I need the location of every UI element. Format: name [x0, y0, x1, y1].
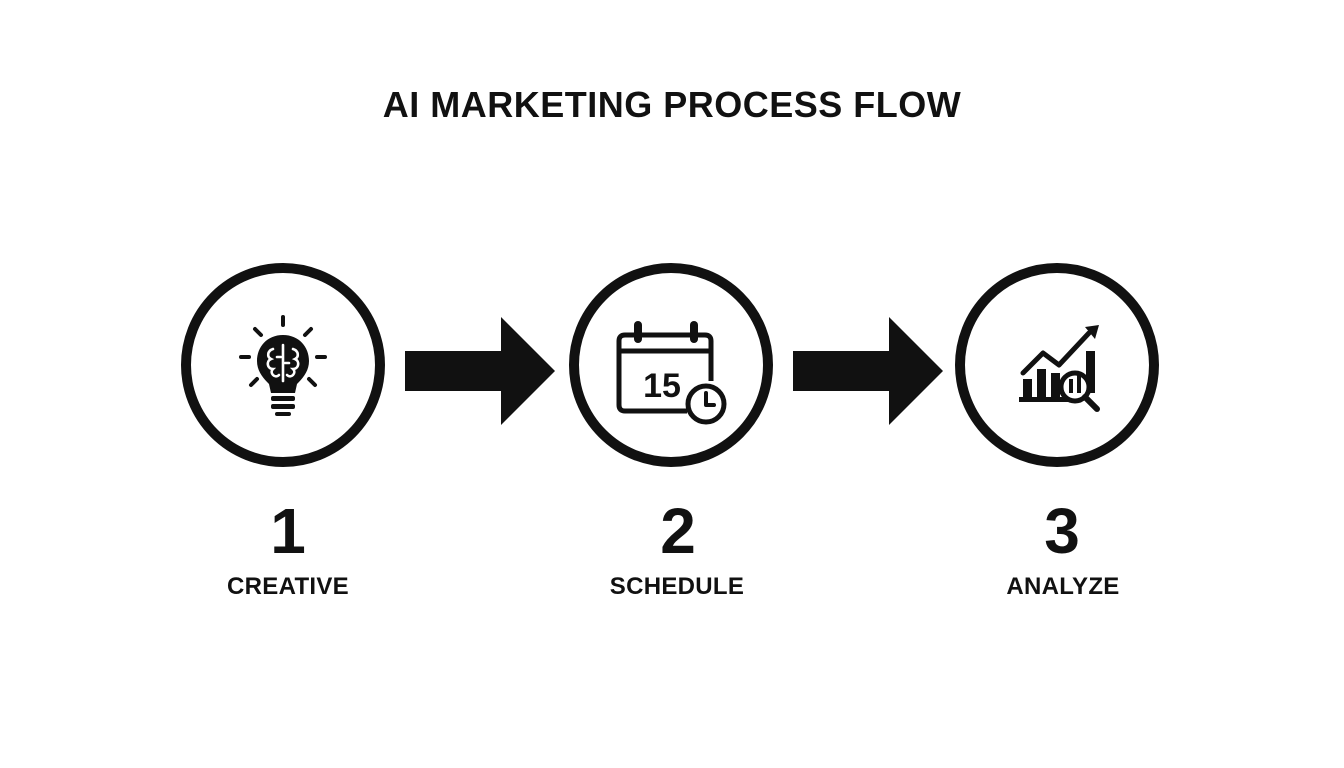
step-3-label: ANALYZE	[1006, 573, 1120, 600]
calendar-clock-icon: 15	[616, 321, 727, 425]
step-2-label: SCHEDULE	[609, 573, 745, 600]
step-3-circle	[955, 263, 1159, 467]
step-1-circle	[181, 263, 385, 467]
page-title: AI MARKETING PROCESS FLOW	[382, 84, 962, 125]
arrow-right-icon	[793, 317, 943, 425]
step-3-number: 3	[1044, 495, 1080, 567]
step-1-number: 1	[270, 495, 306, 567]
lightbulb-brain-icon	[239, 315, 327, 416]
calendar-day: 15	[643, 367, 681, 405]
chart-magnifier-icon	[1019, 325, 1100, 412]
step-2-number: 2	[660, 495, 696, 567]
arrow-right-icon	[405, 317, 555, 425]
step-1-label: CREATIVE	[227, 573, 349, 600]
step-2-circle: 15	[569, 263, 773, 467]
